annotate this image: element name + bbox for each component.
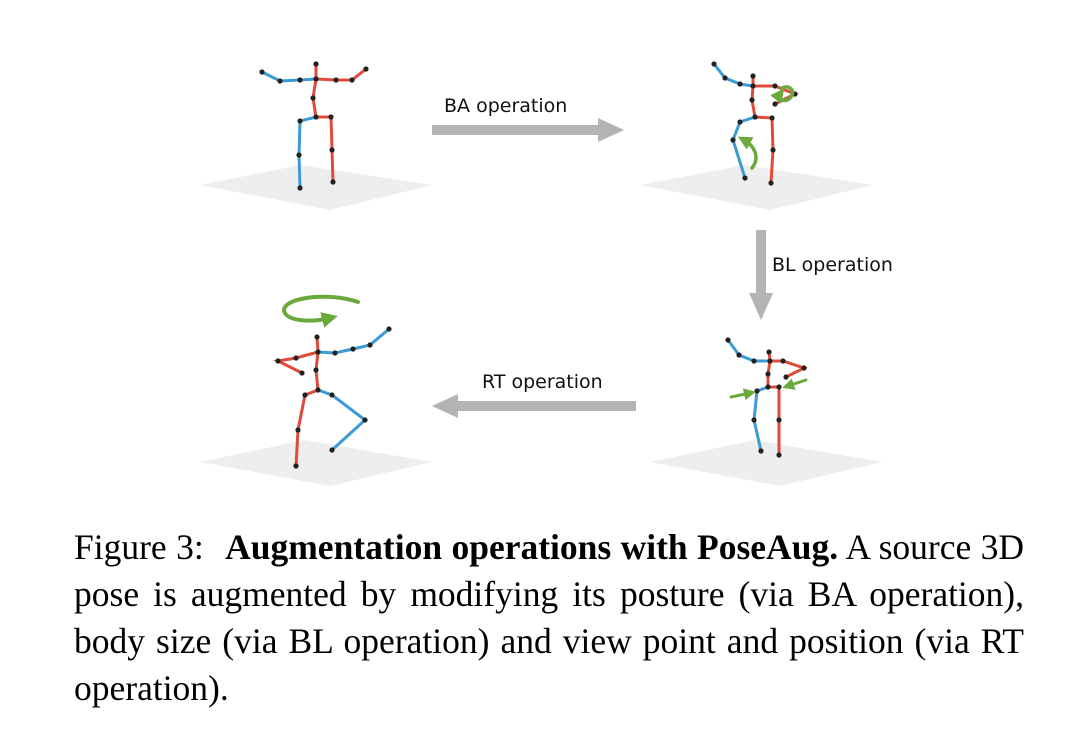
bl-operation-arrow — [749, 230, 773, 320]
figure-caption: Figure 3: Augmentation operations with P… — [74, 524, 1024, 712]
skeleton-ba-pose — [711, 61, 799, 186]
rt-rotation-arrow-icon — [281, 294, 360, 328]
ba-rotation-arrow-icon — [770, 85, 795, 104]
rt-operation-label: RT operation — [482, 371, 603, 393]
skeleton-bl-pose — [725, 337, 808, 458]
ground-plane-bl — [650, 440, 882, 486]
bl-shrink-left-arrow-icon — [729, 388, 756, 401]
ground-plane-rt — [200, 440, 432, 486]
rt-operation-arrow — [432, 394, 636, 418]
ba-operation-label: BA operation — [444, 95, 567, 117]
caption-body: A source 3D pose is augmented by modifyi… — [74, 527, 1025, 708]
caption-title: Augmentation operations with PoseAug. — [225, 527, 839, 567]
ground-plane-ba — [640, 165, 873, 210]
ground-plane-source — [200, 165, 432, 210]
poseaug-figure: BA operation BL operation RT operation — [200, 61, 893, 486]
caption-figure-number: Figure 3: — [74, 527, 204, 567]
skeleton-rt-pose — [273, 294, 392, 469]
bl-shrink-right-arrow-icon — [782, 378, 808, 390]
skeleton-source-pose — [259, 61, 369, 191]
ba-knee-bend-arrow-icon — [737, 136, 758, 170]
bl-operation-label: BL operation — [772, 254, 893, 276]
ba-operation-arrow — [432, 118, 624, 142]
